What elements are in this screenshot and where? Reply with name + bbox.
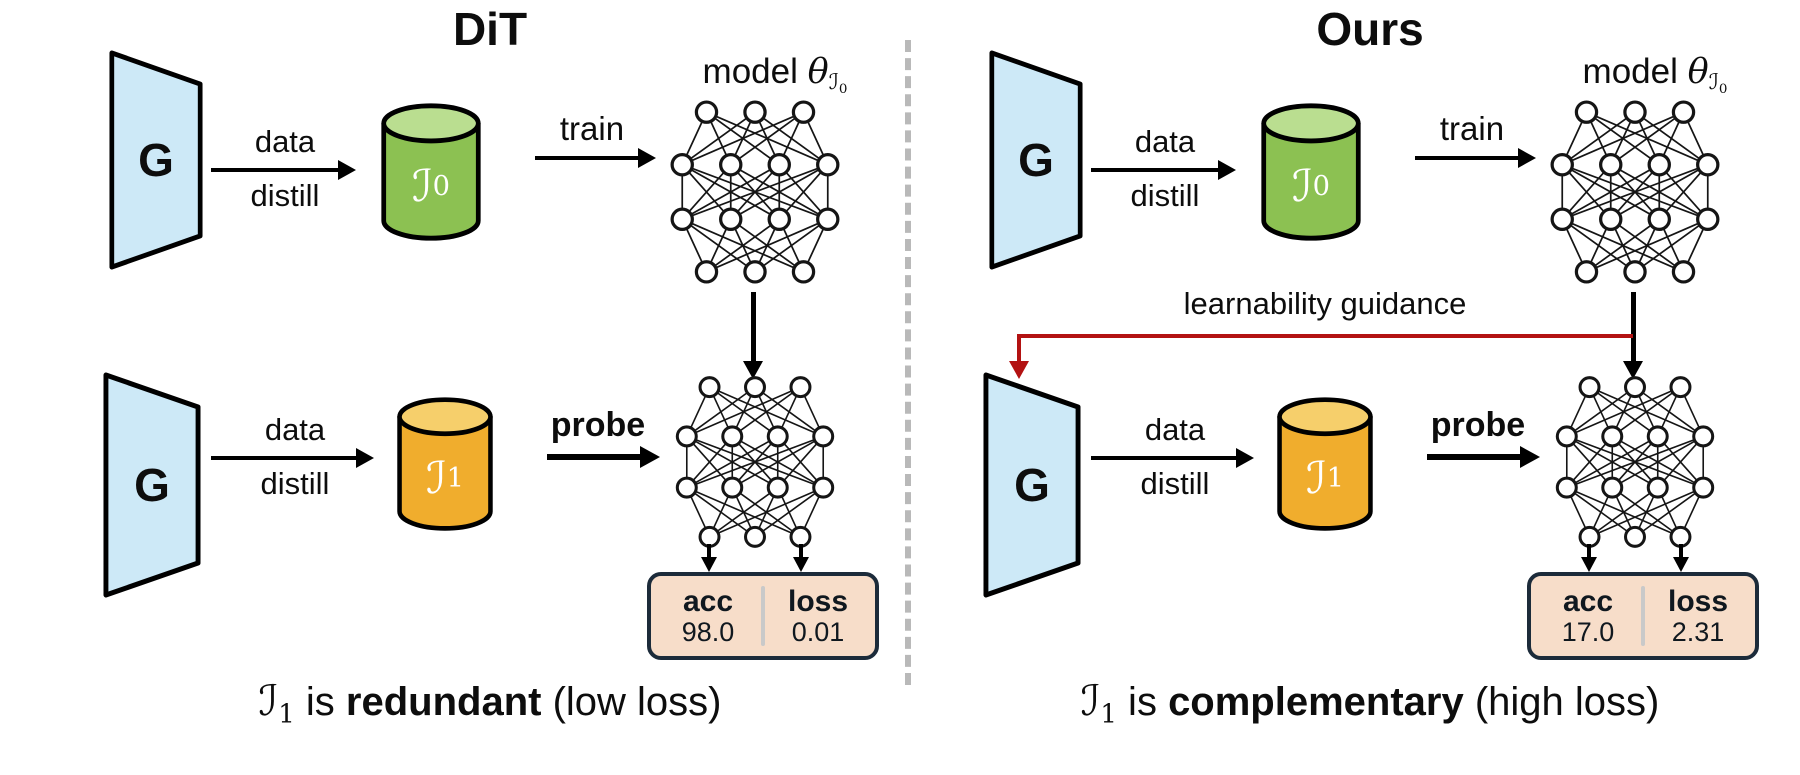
metric-loss: loss 2.31 <box>1645 581 1751 651</box>
train-arrow <box>535 148 656 168</box>
data-label: data <box>1144 412 1206 447</box>
metric-loss-header: loss <box>1667 585 1729 619</box>
data-label: data <box>254 124 316 159</box>
metric-loss: loss 0.01 <box>765 581 871 651</box>
metric-acc-value: 17.0 <box>1561 616 1615 647</box>
neural-network-icon-bottom <box>675 376 835 548</box>
guidance-line <box>1019 334 1633 338</box>
train-arrow <box>1415 148 1536 168</box>
output-arrow-loss <box>793 544 809 572</box>
panel-caption: ℐ1 is redundant (low loss) <box>258 676 722 730</box>
panel-title: DiT <box>452 3 528 55</box>
train-label: train <box>1439 110 1505 147</box>
probe-label: probe <box>1430 406 1526 444</box>
data-label: data <box>1134 124 1196 159</box>
probe-arrow <box>547 446 660 468</box>
distill-label: distill <box>1140 466 1210 501</box>
output-arrow-loss <box>1673 544 1689 572</box>
data-distill-arrow-top <box>1091 160 1236 180</box>
neural-network-icon-top <box>670 100 840 284</box>
generator-trapezoid-bottom: G <box>103 372 201 598</box>
model-transfer-arrow <box>1623 292 1643 379</box>
metric-loss-value: 0.01 <box>791 616 845 647</box>
panel-title: Ours <box>1316 3 1424 55</box>
guidance-arrow <box>1009 334 1029 379</box>
data-distill-arrow-bottom <box>211 448 374 468</box>
generator-trapezoid-top: G <box>109 50 203 270</box>
metric-acc-header: acc <box>1562 585 1614 619</box>
panel-caption: ℐ1 is complementary (high loss) <box>1080 676 1660 730</box>
learnability-guidance-label: learnability guidance <box>1183 286 1467 321</box>
data-distill-arrow-top <box>211 160 356 180</box>
metrics-divider <box>1641 586 1645 646</box>
metric-acc: acc 17.0 <box>1535 581 1641 651</box>
metric-acc-header: acc <box>682 585 734 619</box>
data-distill-arrow-bottom <box>1091 448 1254 468</box>
metrics-box: acc 98.0 loss 0.01 <box>647 572 879 660</box>
neural-network-icon-bottom <box>1555 376 1715 548</box>
generator-trapezoid-top: G <box>989 50 1083 270</box>
output-arrow-acc <box>1581 544 1597 572</box>
probe-label: probe <box>550 406 646 444</box>
generator-label: G <box>138 134 174 186</box>
generator-label: G <box>134 459 170 511</box>
data-label: data <box>264 412 326 447</box>
metric-loss-value: 2.31 <box>1671 616 1725 647</box>
panel-divider <box>905 40 911 685</box>
generator-label: G <box>1018 134 1054 186</box>
distill-label: distill <box>1130 178 1200 213</box>
generator-label: G <box>1014 459 1050 511</box>
distill-label: distill <box>260 466 330 501</box>
metric-acc-value: 98.0 <box>681 616 735 647</box>
metrics-box: acc 17.0 loss 2.31 <box>1527 572 1759 660</box>
distill-label: distill <box>250 178 320 213</box>
generator-trapezoid-bottom: G <box>983 372 1081 598</box>
model-theta-label: model θℐ0 <box>1582 52 1728 97</box>
metrics-divider <box>761 586 765 646</box>
probe-arrow <box>1427 446 1540 468</box>
metric-loss-header: loss <box>787 585 849 619</box>
train-label: train <box>559 110 625 147</box>
model-theta-label: model θℐ0 <box>702 52 848 97</box>
model-transfer-arrow <box>743 292 763 379</box>
neural-network-icon-top <box>1550 100 1720 284</box>
output-arrow-acc <box>701 544 717 572</box>
metric-acc: acc 98.0 <box>655 581 761 651</box>
